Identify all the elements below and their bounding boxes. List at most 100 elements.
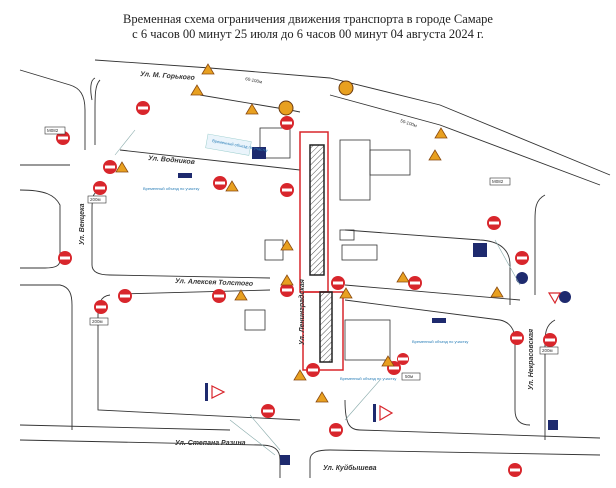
distance-plate [87, 195, 107, 204]
no-entry-sign-icon [306, 363, 320, 377]
no-entry-signs [56, 101, 557, 477]
road-works-warning-icon [396, 271, 410, 283]
road-block-east [344, 229, 511, 305]
building [244, 309, 266, 331]
yield-signs [211, 292, 561, 422]
street-label-leningradskaya: Ул. Ленинградская [298, 279, 306, 345]
warning-signs [115, 63, 504, 403]
distance-plate-text: 50м [405, 374, 413, 379]
no-entry-sign-icon [94, 300, 108, 314]
no-entry-sign-icon [487, 216, 501, 230]
yield-sign-icon [211, 385, 226, 399]
road-tolstogo-west [20, 284, 73, 430]
road-works-warning-icon [434, 127, 448, 139]
road-razina-south [19, 424, 231, 431]
road-left-upper [19, 69, 86, 150]
distance-plates: М082 200м 200м 50м 200м М082 [44, 126, 559, 381]
one-way-sign-icon [473, 243, 487, 257]
road-tolstogo-north [119, 289, 271, 295]
no-entry-sign-icon [212, 289, 226, 303]
no-entry-sign-icon [280, 116, 294, 130]
lane-sign-icon [548, 420, 558, 430]
road-vodnikov-north [119, 149, 301, 171]
buildings [244, 127, 411, 361]
no-entry-sign-icon [103, 160, 117, 174]
street-label-kuibysheva: Ул. Куйбышева [323, 464, 377, 472]
no-entry-sign-icon [510, 331, 524, 345]
road-works-warning-icon [428, 149, 442, 161]
road-works-warning-icon [280, 239, 294, 251]
no-entry-sign-icon [543, 333, 557, 347]
no-entry-sign-icon [515, 251, 529, 265]
closure-zone-leningradskaya [299, 131, 344, 371]
hatched-work-area-south [319, 291, 333, 363]
road-gorkogo-north-edge [94, 59, 611, 176]
roundabout-sign-icon [559, 291, 571, 303]
detour-note-text: Временный объезд по участку [143, 186, 199, 191]
road-works-warning-icon [115, 161, 129, 173]
road-works-warning-icon [381, 355, 395, 367]
road-works-warning-icon [315, 391, 329, 403]
range-label-1: 60-100м [245, 76, 263, 84]
no-entry-sign-icon [93, 181, 107, 195]
no-entry-sign-icon [397, 353, 409, 365]
road-corner [90, 77, 96, 101]
building [344, 319, 391, 361]
yield-sign-icon [379, 404, 394, 422]
road-block-west [91, 189, 271, 279]
detour-note-text: Временный объезд по участку [412, 339, 468, 344]
distance-plate-text: 200м [542, 348, 553, 353]
building [341, 244, 378, 261]
street-label-vencka: Ул. Венцека [79, 203, 86, 245]
building [264, 239, 284, 261]
road-works-warning-icon [201, 63, 215, 75]
distance-plate [89, 317, 109, 326]
map-title-line2: с 6 часов 00 минут 25 июля до 6 часов 00… [132, 27, 484, 41]
building [339, 229, 355, 241]
no-entry-sign-icon [261, 404, 275, 418]
no-entry-sign-icon [56, 131, 70, 145]
road-works-warning-icon [280, 274, 294, 286]
road-works-warning-icon [234, 289, 248, 301]
no-entry-sign-icon [329, 423, 343, 437]
road-vencka-west [19, 189, 61, 269]
yield-sign-icon [547, 292, 561, 305]
no-entry-sign-icon [58, 251, 72, 265]
no-entry-sign-icon [280, 283, 294, 297]
road-works-warning-icon [293, 369, 307, 381]
road-block-se-south [344, 399, 601, 439]
no-entry-sign-icon [408, 276, 422, 290]
lane-plate-icon [205, 383, 208, 401]
distance-plate-text: 200м [92, 319, 103, 324]
distance-plate [489, 177, 511, 186]
no-entry-sign-icon [213, 176, 227, 190]
distance-plate-text: М082 [492, 179, 504, 184]
road-works-warning-icon [190, 84, 204, 96]
distance-plate [539, 346, 559, 355]
direction-plate-icon [432, 318, 446, 323]
lane-sign-icon [280, 455, 290, 465]
no-entry-sign-icon [136, 101, 150, 115]
road-tolstogo-east [344, 284, 521, 301]
no-entry-sign-icon [280, 183, 294, 197]
callout-lines [114, 129, 521, 456]
distance-plate [401, 372, 421, 381]
street-label-nekrasovskaya: Ул. Некрасовская [528, 329, 535, 390]
road-block [94, 79, 101, 145]
building [259, 127, 291, 159]
map-title-line1: Временная схема ограничения движения тра… [123, 12, 493, 26]
building [339, 139, 371, 201]
range-label-2: 50-100м [400, 118, 418, 128]
road-nekrasovskaya-west [544, 319, 556, 440]
no-entry-sign-icon [331, 276, 345, 290]
road-works-warning-icon [245, 103, 259, 115]
detour-note-box [205, 133, 252, 156]
distance-plate-text: 200м [90, 197, 101, 202]
building [369, 149, 411, 176]
distance-plate-text: М082 [47, 128, 59, 133]
turn-signs [278, 80, 354, 116]
street-label-gorkogo: Ул. М. Горького [140, 71, 196, 82]
turn-sign-icon [338, 80, 354, 96]
info-signs [178, 147, 571, 465]
